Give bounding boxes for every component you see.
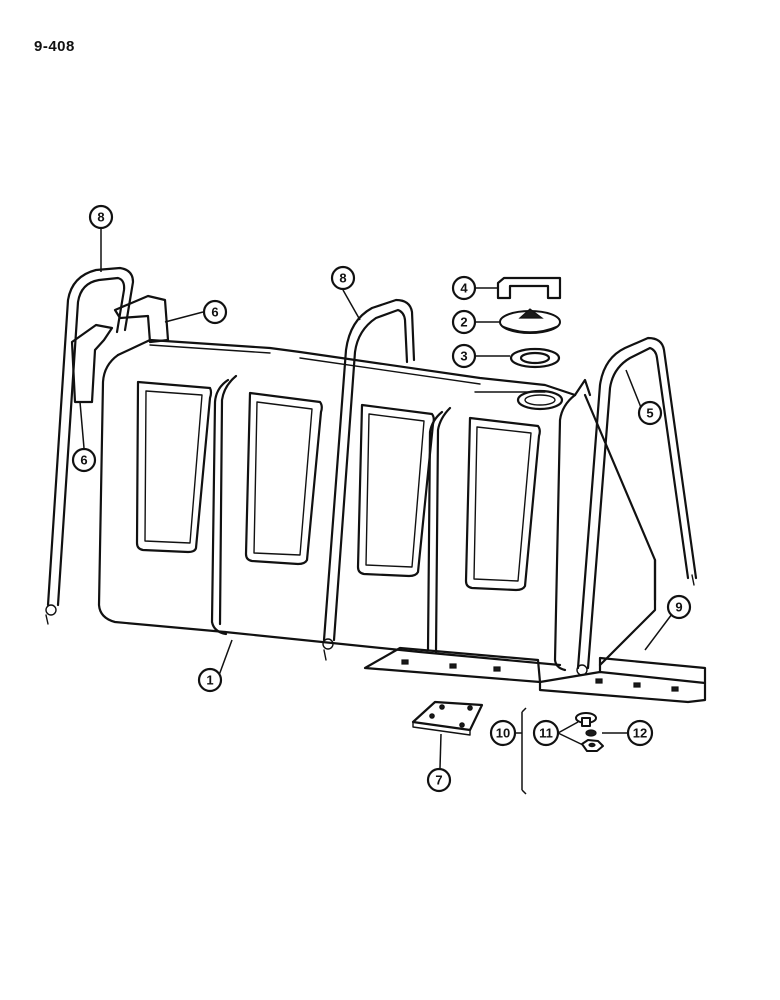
callout-label: 11 (539, 726, 553, 741)
callout-label: 9 (675, 600, 682, 615)
callout-label: 5 (646, 406, 653, 421)
callout-label: 12 (633, 726, 647, 741)
callout-label: 2 (460, 315, 467, 330)
callout-3: 3 (451, 343, 477, 369)
callout-label: 4 (460, 281, 468, 296)
tank-panels (135, 380, 541, 592)
callout-8-left: 8 (88, 204, 114, 230)
strap-middle (322, 298, 416, 661)
fuel-tank (97, 338, 657, 672)
callout-label: 8 (339, 271, 346, 286)
strap-clip (496, 276, 562, 300)
callout-4: 4 (451, 275, 477, 301)
insulator-strips (70, 294, 170, 404)
callout-6-lower: 6 (71, 447, 97, 473)
callout-9: 9 (666, 594, 692, 620)
mounting-bracket (363, 646, 707, 704)
callout-label: 6 (80, 453, 87, 468)
callout-11: 11 (532, 719, 560, 747)
hardware (575, 712, 604, 752)
callout-label: 6 (211, 305, 218, 320)
strap-right (576, 336, 698, 676)
mounting-plate (411, 700, 484, 736)
filler-cap (499, 308, 561, 334)
callout-label: 7 (435, 773, 442, 788)
callout-10: 10 (489, 719, 517, 747)
callout-label: 3 (460, 349, 467, 364)
filler-gasket (509, 347, 561, 369)
callout-1: 1 (197, 667, 223, 693)
leader-lines (79, 228, 673, 795)
callout-8-middle: 8 (330, 265, 356, 291)
callout-7: 7 (426, 767, 452, 793)
callout-label: 10 (496, 726, 510, 741)
page-number: 9-408 (34, 38, 75, 55)
strap-left (45, 266, 135, 625)
filler-neck (516, 389, 564, 411)
callout-6-upper: 6 (202, 299, 228, 325)
callout-12: 12 (626, 719, 654, 747)
callout-label: 1 (206, 673, 213, 688)
callout-5: 5 (637, 400, 663, 426)
callout-2: 2 (451, 309, 477, 335)
callout-label: 8 (97, 210, 104, 225)
